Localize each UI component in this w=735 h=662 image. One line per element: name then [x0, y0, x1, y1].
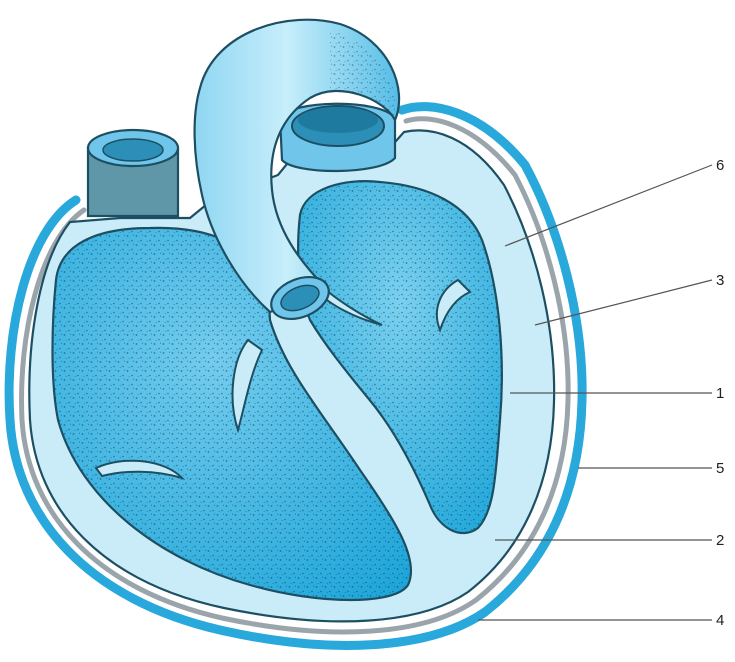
- label-2: 2: [716, 532, 724, 549]
- pulmonary-trunk-inner-shadow: [298, 107, 378, 133]
- label-5: 5: [716, 460, 724, 477]
- label-3: 3: [716, 272, 724, 289]
- label-1: 1: [716, 385, 724, 402]
- label-6: 6: [716, 157, 724, 174]
- superior-vena-cava-lumen: [103, 139, 163, 161]
- label-4: 4: [716, 612, 724, 629]
